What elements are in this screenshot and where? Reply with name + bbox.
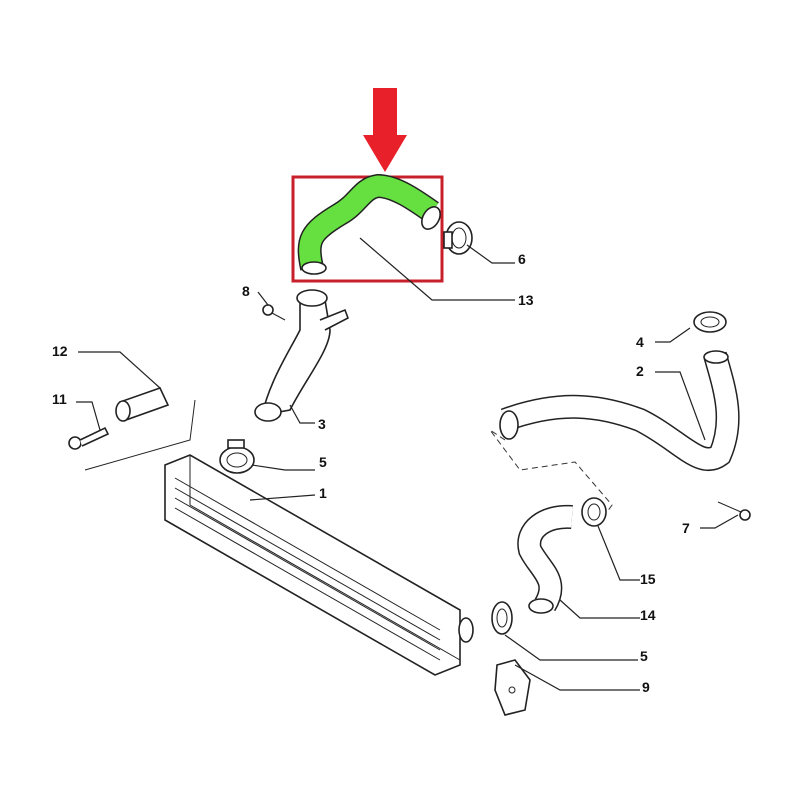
part-1-intercooler[interactable] bbox=[84, 399, 474, 676]
label-8: 8 bbox=[242, 283, 250, 299]
part-12-sleeve[interactable] bbox=[115, 387, 170, 422]
label-14: 14 bbox=[640, 607, 656, 623]
label-5-upper: 5 bbox=[319, 454, 327, 470]
label-12: 12 bbox=[52, 343, 68, 359]
part-15-clamp[interactable] bbox=[581, 497, 607, 527]
part-13-hose[interactable] bbox=[297, 173, 444, 275]
part-7-bolt[interactable] bbox=[717, 501, 751, 521]
label-5-lower: 5 bbox=[640, 648, 648, 664]
label-11: 11 bbox=[52, 391, 67, 407]
part-4-clamp[interactable] bbox=[693, 311, 727, 333]
leader-lines bbox=[76, 237, 739, 691]
part-14-hose[interactable] bbox=[517, 504, 573, 614]
part-8-bolt[interactable] bbox=[262, 304, 286, 321]
part-6-clamp[interactable] bbox=[443, 221, 473, 255]
label-1: 1 bbox=[319, 485, 327, 501]
part-5-clamp-lower[interactable] bbox=[491, 601, 513, 635]
label-13: 13 bbox=[518, 292, 534, 308]
label-9: 9 bbox=[642, 679, 650, 695]
part-11-bolt[interactable] bbox=[68, 426, 110, 450]
label-3: 3 bbox=[318, 416, 326, 432]
label-4: 4 bbox=[636, 334, 644, 350]
part-2-hose[interactable] bbox=[499, 350, 740, 471]
label-15: 15 bbox=[640, 571, 656, 587]
label-2: 2 bbox=[636, 363, 644, 379]
highlight-arrow bbox=[363, 88, 407, 172]
label-6: 6 bbox=[518, 251, 526, 267]
label-7: 7 bbox=[682, 520, 690, 536]
part-9-bracket[interactable] bbox=[494, 659, 531, 716]
part-5-clamp-upper[interactable] bbox=[219, 439, 255, 474]
guide-dashed bbox=[489, 429, 613, 516]
part-3-pipe[interactable] bbox=[254, 289, 349, 422]
